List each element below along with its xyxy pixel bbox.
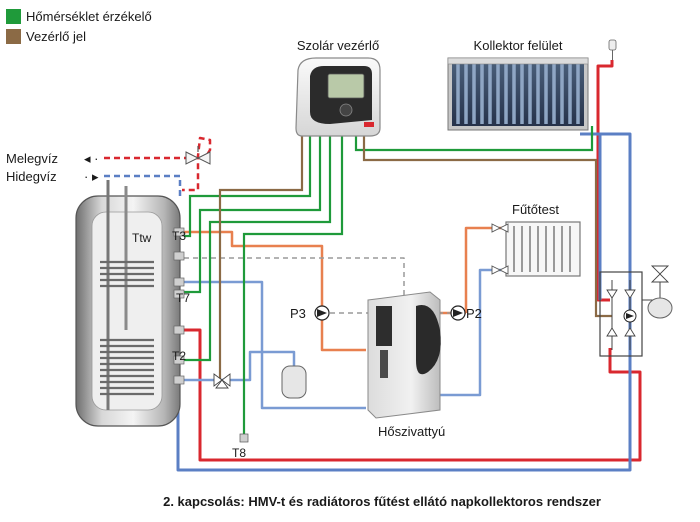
control-wire-station — [362, 136, 612, 318]
pump-p3-icon[interactable] — [314, 305, 330, 321]
expansion-vessel-solar — [642, 265, 673, 319]
figure-caption: 2. kapcsolás: HMV-t és radiátoros fűtést… — [163, 494, 601, 509]
solar-collector — [447, 57, 589, 131]
mixing-valve-hot-cold[interactable] — [185, 146, 211, 165]
pump-p3-label: P3 — [290, 306, 306, 321]
sensor-wire-t3 — [184, 136, 312, 238]
solar-pump-station — [599, 271, 643, 357]
signal-wires — [184, 126, 612, 438]
mixing-pipe — [180, 350, 296, 382]
sensor-t8-probe — [239, 433, 249, 443]
radiator — [505, 221, 581, 277]
pump-p2-label: P2 — [466, 306, 482, 321]
legend: Hőmérséklet érzékelő Vezérlő jel — [6, 9, 152, 44]
legend-label-control: Vezérlő jel — [26, 29, 86, 44]
radiator-valve-bottom[interactable] — [491, 265, 509, 275]
heat-pump — [367, 291, 441, 419]
cold-water-pipe — [104, 174, 182, 196]
controller-display — [327, 73, 365, 99]
collector-label: Kollektor felület — [474, 38, 563, 53]
solar-flow-pipe-lower — [178, 328, 642, 462]
hot-water-riser — [182, 136, 212, 192]
solar-return-pipe — [176, 132, 632, 472]
sensor-wire-t2 — [184, 136, 332, 362]
legend-swatch-control — [6, 29, 21, 44]
controller-label: Szolár vezérlő — [297, 38, 379, 53]
legend-label-sensor: Hőmérséklet érzékelő — [26, 9, 152, 24]
sensor-t7-label: T7 — [176, 291, 190, 305]
upper-coil — [100, 260, 154, 288]
control-wire-valve — [218, 136, 304, 380]
cold-water-label: Hidegvíz — [6, 169, 57, 184]
collector-tubes — [456, 64, 580, 124]
cold-water-arrow: · ▸ — [84, 169, 99, 184]
hot-water-arrow: ◂ · — [84, 151, 98, 166]
sensor-wire-t8 — [242, 136, 344, 438]
legend-swatch-sensor — [6, 9, 21, 24]
sensor-wire-collector — [354, 126, 594, 152]
bypass-dashed-line — [184, 257, 405, 300]
radiator-return-pipe — [438, 268, 505, 397]
solar-coil — [100, 338, 154, 396]
controller-knob[interactable] — [339, 103, 353, 117]
heat-pump-label: Hőszivattyú — [378, 424, 445, 439]
expansion-vessel-heating — [281, 365, 307, 399]
hot-water-label: Melegvíz — [6, 151, 58, 166]
sensor-t3-label: T3 — [172, 229, 186, 243]
radiator-valve-top[interactable] — [491, 223, 509, 233]
pump-p2-icon[interactable] — [450, 305, 466, 321]
air-vent-icon — [608, 39, 617, 60]
solar-controller[interactable] — [295, 57, 381, 137]
controller-logo — [364, 122, 374, 127]
storage-tank — [75, 180, 185, 427]
heat-pump-fan — [416, 305, 441, 375]
sensor-wire-t7 — [184, 136, 322, 294]
three-way-valve[interactable] — [213, 373, 231, 389]
sensor-t2-label: T2 — [172, 349, 186, 363]
heatpump-tank-pipe — [180, 230, 366, 352]
sensor-ttw-label: Ttw — [132, 231, 152, 245]
heatpump-return-pipe — [180, 280, 366, 410]
heat-pump-front-panel — [376, 306, 392, 346]
radiator-label: Fűtőtest — [512, 202, 559, 217]
sensor-t8-label: T8 — [232, 446, 246, 460]
